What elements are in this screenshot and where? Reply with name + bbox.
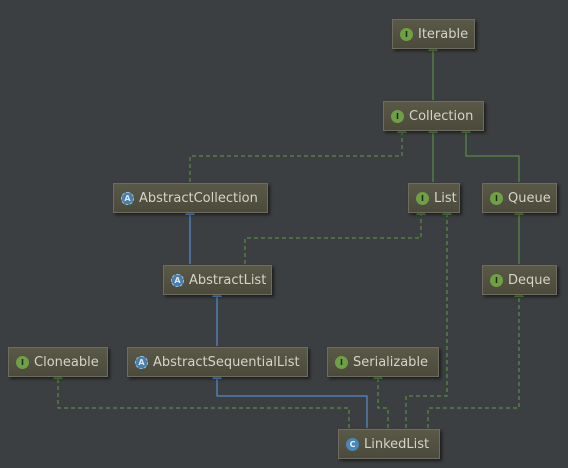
node-serializable[interactable]: I Serializable — [327, 347, 439, 377]
abstract-class-icon: A — [135, 355, 148, 369]
node-cloneable[interactable]: I Cloneable — [8, 347, 108, 377]
node-label: List — [434, 190, 457, 206]
edge-linkedlist-serializable — [373, 370, 389, 428]
node-label: AbstractList — [189, 272, 267, 288]
edge-linkedlist-list — [405, 206, 452, 428]
node-label: Queue — [508, 190, 551, 206]
node-deque[interactable]: I Deque — [482, 265, 557, 295]
node-label: Cloneable — [34, 354, 99, 370]
node-label: Iterable — [418, 26, 469, 42]
interface-icon: I — [416, 191, 429, 205]
node-list[interactable]: I List — [408, 183, 460, 213]
node-label: Serializable — [353, 354, 429, 370]
node-abstract-collection[interactable]: A AbstractCollection — [113, 183, 268, 213]
edge-abstractlist-list — [244, 206, 426, 264]
class-icon: C — [346, 437, 359, 451]
node-abstract-list[interactable]: A AbstractList — [163, 265, 272, 295]
node-label: LinkedList — [364, 436, 430, 452]
node-collection[interactable]: I Collection — [383, 101, 484, 131]
edge-linkedlist-deque — [427, 288, 524, 428]
edge-linkedlist-abstractsequentiallist — [212, 370, 368, 428]
edge-linkedlist-cloneable — [53, 370, 350, 428]
abstract-class-icon: A — [121, 191, 134, 205]
node-label: Deque — [508, 272, 551, 288]
node-iterable[interactable]: I Iterable — [392, 19, 475, 49]
interface-icon: I — [490, 191, 503, 205]
interface-icon: I — [400, 27, 413, 41]
node-label: Collection — [409, 108, 474, 124]
interface-icon: I — [335, 355, 348, 369]
node-label: AbstractCollection — [139, 190, 258, 206]
node-abstract-sequential-list[interactable]: A AbstractSequentialList — [127, 347, 308, 377]
abstract-class-icon: A — [171, 273, 184, 287]
interface-icon: I — [16, 355, 29, 369]
edge-queue-collection — [461, 124, 520, 182]
node-linked-list[interactable]: C LinkedList — [338, 429, 440, 459]
node-queue[interactable]: I Queue — [482, 183, 557, 213]
interface-icon: I — [391, 109, 404, 123]
edge-abstractcollection-collection — [189, 124, 407, 182]
interface-icon: I — [490, 273, 503, 287]
node-label: AbstractSequentialList — [153, 354, 300, 370]
